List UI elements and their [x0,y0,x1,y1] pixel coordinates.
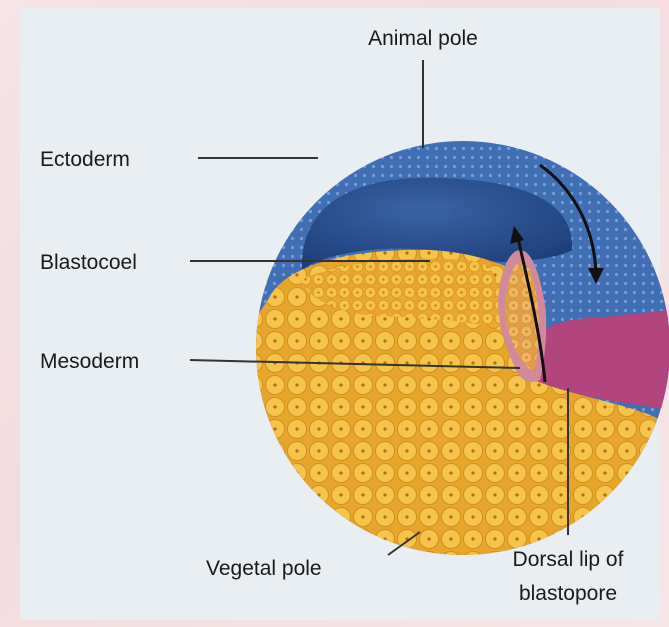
label-animal-pole: Animal pole [368,27,478,50]
label-ectoderm: Ectoderm [40,148,130,171]
label-vegetal-pole: Vegetal pole [206,557,322,580]
label-dorsal-lip-line2: blastopore [519,582,617,605]
label-blastocoel: Blastocoel [40,251,137,274]
label-mesoderm: Mesoderm [40,350,139,373]
label-dorsal-lip-line1: Dorsal lip of [513,548,624,571]
